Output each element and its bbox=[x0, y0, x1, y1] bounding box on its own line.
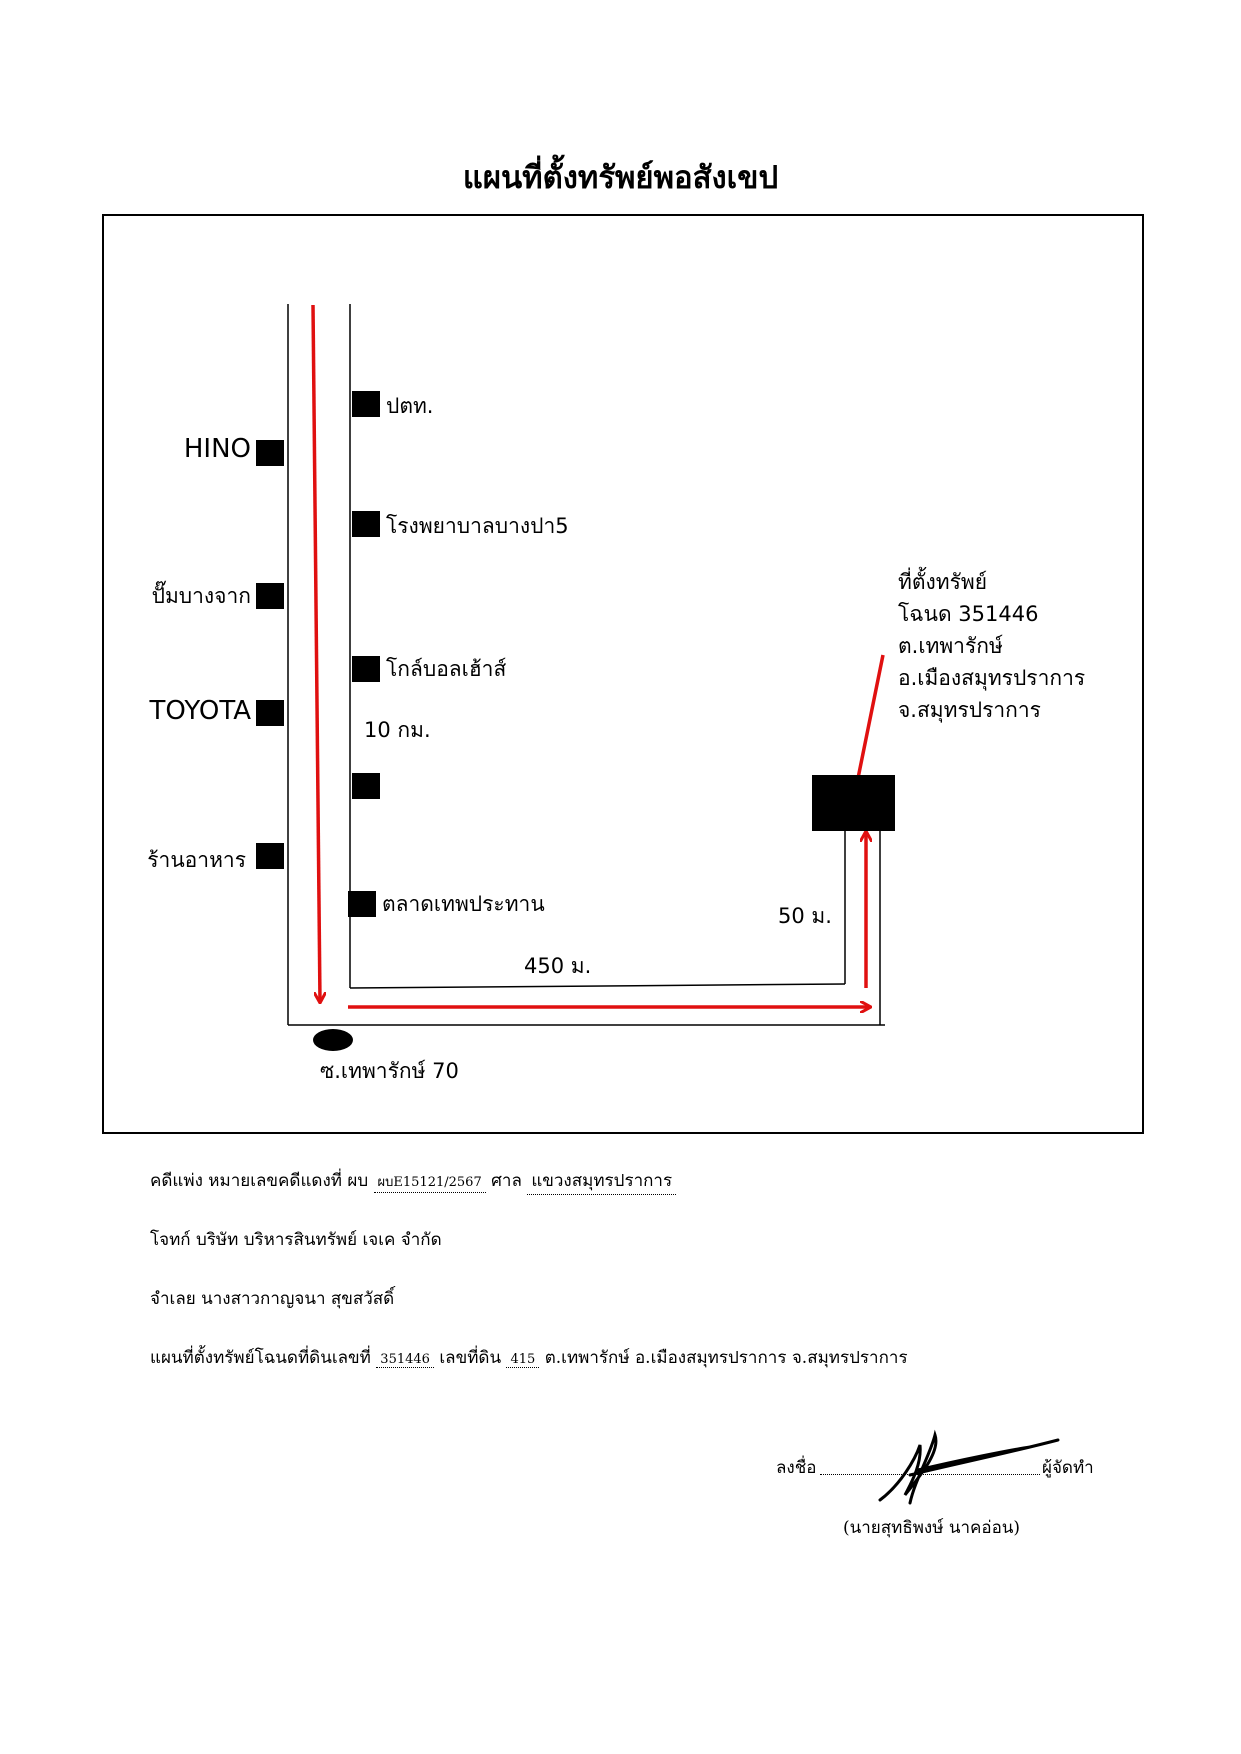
property-deed-number: 351446 bbox=[958, 602, 1039, 626]
handwritten-signature bbox=[878, 1429, 1060, 1505]
case-line: คดีแพ่ง หมายเลขคดีแดงที่ ผบ ผบE15121/256… bbox=[150, 1167, 677, 1195]
soi-entrance-marker bbox=[313, 1029, 353, 1051]
marker-hino bbox=[256, 440, 284, 466]
distance-access: 50 ม. bbox=[778, 904, 832, 928]
map-frame bbox=[102, 214, 1144, 1134]
defendant-line: จำเลย นางสาวกาญจนา สุขสวัสดิ์ bbox=[150, 1289, 395, 1309]
marker-unlabeled bbox=[352, 773, 380, 799]
case-prefix: ผบ bbox=[347, 1171, 369, 1191]
landmark-label-toyota: TOYOTA bbox=[149, 696, 252, 726]
case-number: ผบE15121/2567 bbox=[373, 1171, 486, 1193]
property-annotation: ที่ตั้งทรัพย์ โฉนด 351446 ต.เทพารักษ์ อ.… bbox=[898, 566, 1085, 726]
court-label: ศาล bbox=[491, 1171, 522, 1191]
plaintiff-line: โจทก์ บริษัท บริหารสินทรัพย์ เจเค จำกัด bbox=[150, 1230, 442, 1250]
landmark-label-market: ตลาดเทพประทาน bbox=[382, 892, 545, 916]
property-block bbox=[812, 775, 895, 831]
marker-bangchak bbox=[256, 583, 284, 609]
signer-name: (นายสุทธิพงษ์ นาคอ่อน) bbox=[843, 1518, 1021, 1538]
property-line-5: จ.สมุทรปราการ bbox=[898, 698, 1041, 722]
landmark-label-bangchak: ปั๊มบางจาก bbox=[151, 584, 251, 608]
sign-label: ลงชื่อ bbox=[776, 1458, 817, 1478]
landmark-label-global-house: โกล์บอลเฮ้าส์ bbox=[386, 657, 507, 681]
court-name: แขวงสมุทรปราการ bbox=[527, 1167, 677, 1195]
property-deed-prefix: โฉนด bbox=[898, 602, 952, 626]
deed-line-prefix: แผนที่ตั้งทรัพย์โฉนดที่ดินเลขที่ bbox=[150, 1348, 371, 1368]
landmark-label-hino: HINO bbox=[183, 434, 251, 464]
deed-line-number: 351446 bbox=[376, 1352, 434, 1368]
distance-soi: 450 ม. bbox=[524, 954, 592, 978]
distance-main-road: 10 กม. bbox=[364, 718, 431, 742]
marker-restaurant bbox=[256, 843, 284, 869]
deed-line-land-label: เลขที่ดิน bbox=[439, 1348, 502, 1368]
landmark-label-hospital: โรงพยาบาลบางปา5 bbox=[386, 514, 569, 538]
property-line-2: โฉนด 351446 bbox=[898, 598, 1085, 630]
property-line-4: อ.เมืองสมุทรปราการ bbox=[898, 666, 1086, 690]
document-title: แผนที่ตั้งทรัพย์พอสังเขป bbox=[462, 160, 779, 196]
marker-market bbox=[348, 891, 376, 917]
deed-line-land-number: 415 bbox=[506, 1352, 540, 1368]
soi-road-top-edge bbox=[349, 983, 846, 989]
landmark-label-ptt: ปตท. bbox=[386, 394, 434, 418]
property-pointer-arrow bbox=[855, 654, 885, 793]
signature-line bbox=[820, 1474, 1040, 1475]
route-arrow-down bbox=[311, 304, 320, 1002]
property-line-3: ต.เทพารักษ์ bbox=[898, 634, 1003, 658]
deed-line: แผนที่ตั้งทรัพย์โฉนดที่ดินเลขที่ 351446 … bbox=[150, 1344, 908, 1371]
property-line-1: ที่ตั้งทรัพย์ bbox=[898, 570, 988, 594]
marker-ptt bbox=[352, 391, 380, 417]
marker-hospital bbox=[352, 511, 380, 537]
soi-label: ซ.เทพารักษ์ 70 bbox=[320, 1059, 459, 1083]
deed-line-suffix: ต.เทพารักษ์ อ.เมืองสมุทรปราการ จ.สมุทรปร… bbox=[544, 1348, 908, 1368]
marker-toyota bbox=[256, 700, 284, 726]
marker-global-house bbox=[352, 656, 380, 682]
landmark-label-restaurant: ร้านอาหาร bbox=[147, 848, 246, 872]
signer-role: ผู้จัดทำ bbox=[1042, 1458, 1094, 1478]
case-label: คดีแพ่ง หมายเลขคดีแดงที่ bbox=[150, 1171, 342, 1191]
